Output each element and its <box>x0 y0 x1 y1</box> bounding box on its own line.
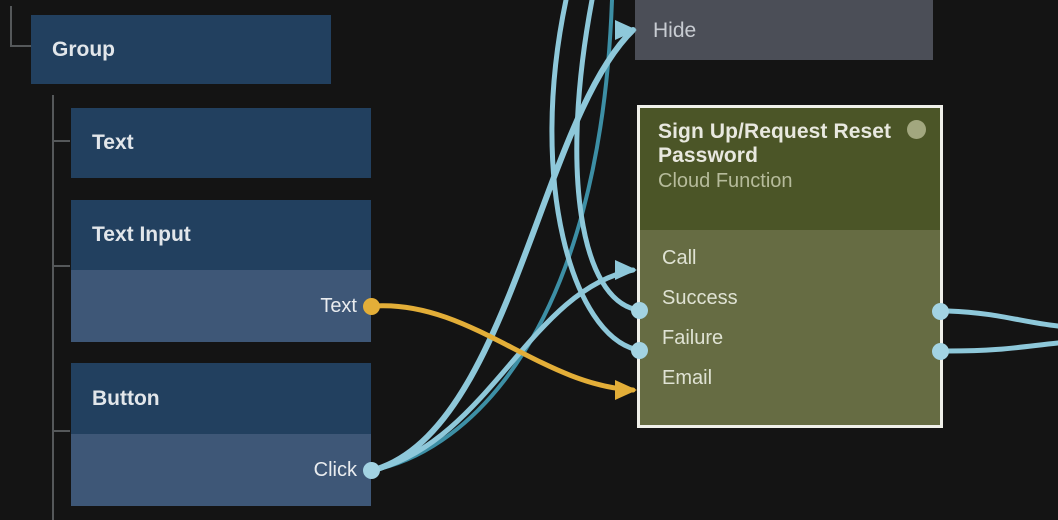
tree-tick-text-input <box>52 265 70 267</box>
tree-tick-button <box>52 430 70 432</box>
node-button-title: Button <box>92 386 160 410</box>
node-hide-label: Hide <box>653 18 697 42</box>
tree-root-elbow <box>10 45 32 47</box>
port-dot-success-input[interactable] <box>631 302 648 319</box>
port-row-click-output[interactable]: Click <box>71 434 371 506</box>
port-label-email: Email <box>662 367 713 389</box>
arrowhead-call-input <box>615 260 637 280</box>
port-dot-failure-input[interactable] <box>631 342 648 359</box>
edge-text-to-email[interactable] <box>371 303 636 393</box>
node-text-title: Text <box>92 131 134 154</box>
edge-success-out[interactable] <box>574 0 641 313</box>
node-button-header[interactable]: Button <box>71 363 371 434</box>
port-label-call: Call <box>662 247 697 269</box>
port-dot-output-1[interactable] <box>932 303 949 320</box>
port-label-failure: Failure <box>662 327 724 349</box>
arrowhead-hide-input <box>615 20 637 40</box>
edge-failure-out[interactable] <box>549 0 641 353</box>
node-cloud-function-title: Sign Up/Request Reset Password <box>658 120 892 167</box>
tree-tick-text <box>52 140 70 142</box>
port-row-failure[interactable]: Failure <box>640 318 940 358</box>
port-label-text: Text <box>320 295 357 317</box>
node-group[interactable]: Group <box>31 15 331 84</box>
node-hide[interactable]: Hide <box>635 0 933 60</box>
node-cloud-function[interactable]: Sign Up/Request Reset Password Cloud Fun… <box>637 105 943 428</box>
tree-child-vertical <box>52 95 54 520</box>
port-row-text-output[interactable]: Text <box>71 270 371 342</box>
node-group-title: Group <box>52 37 115 61</box>
port-label-click: Click <box>313 459 357 481</box>
edge-output-1[interactable] <box>945 308 1058 329</box>
node-group-header[interactable]: Group <box>31 15 331 84</box>
node-text[interactable]: Text <box>71 108 371 178</box>
tree-root-vertical <box>10 6 12 46</box>
edge-click-to-hide[interactable] <box>371 27 636 473</box>
edge-click-to-call[interactable] <box>371 267 636 473</box>
port-row-call[interactable]: Call <box>640 238 940 278</box>
node-cloud-function-subtitle: Cloud Function <box>658 170 793 193</box>
node-text-input-title: Text Input <box>92 223 191 246</box>
node-cloud-function-ports: Call Success Failure Email <box>640 230 940 398</box>
status-dot-icon[interactable] <box>907 120 926 139</box>
node-cloud-function-header[interactable]: Sign Up/Request Reset Password Cloud Fun… <box>640 108 940 230</box>
port-row-success[interactable]: Success <box>640 278 940 318</box>
node-text-header[interactable]: Text <box>71 108 371 178</box>
node-text-input-body: Text <box>71 270 371 342</box>
port-label-success: Success <box>662 287 738 309</box>
edge-click-to-offscreen[interactable] <box>372 0 614 472</box>
port-row-email[interactable]: Email <box>640 358 940 398</box>
node-text-input-header[interactable]: Text Input <box>71 200 371 270</box>
edge-output-2[interactable] <box>945 340 1058 354</box>
node-button[interactable]: Button Click <box>71 363 371 506</box>
node-text-input[interactable]: Text Input Text <box>71 200 371 342</box>
port-dot-text-output[interactable] <box>363 298 380 315</box>
port-dot-click-output[interactable] <box>363 462 380 479</box>
port-dot-output-2[interactable] <box>932 343 949 360</box>
arrowhead-email-input <box>615 380 637 400</box>
node-button-body: Click <box>71 434 371 506</box>
